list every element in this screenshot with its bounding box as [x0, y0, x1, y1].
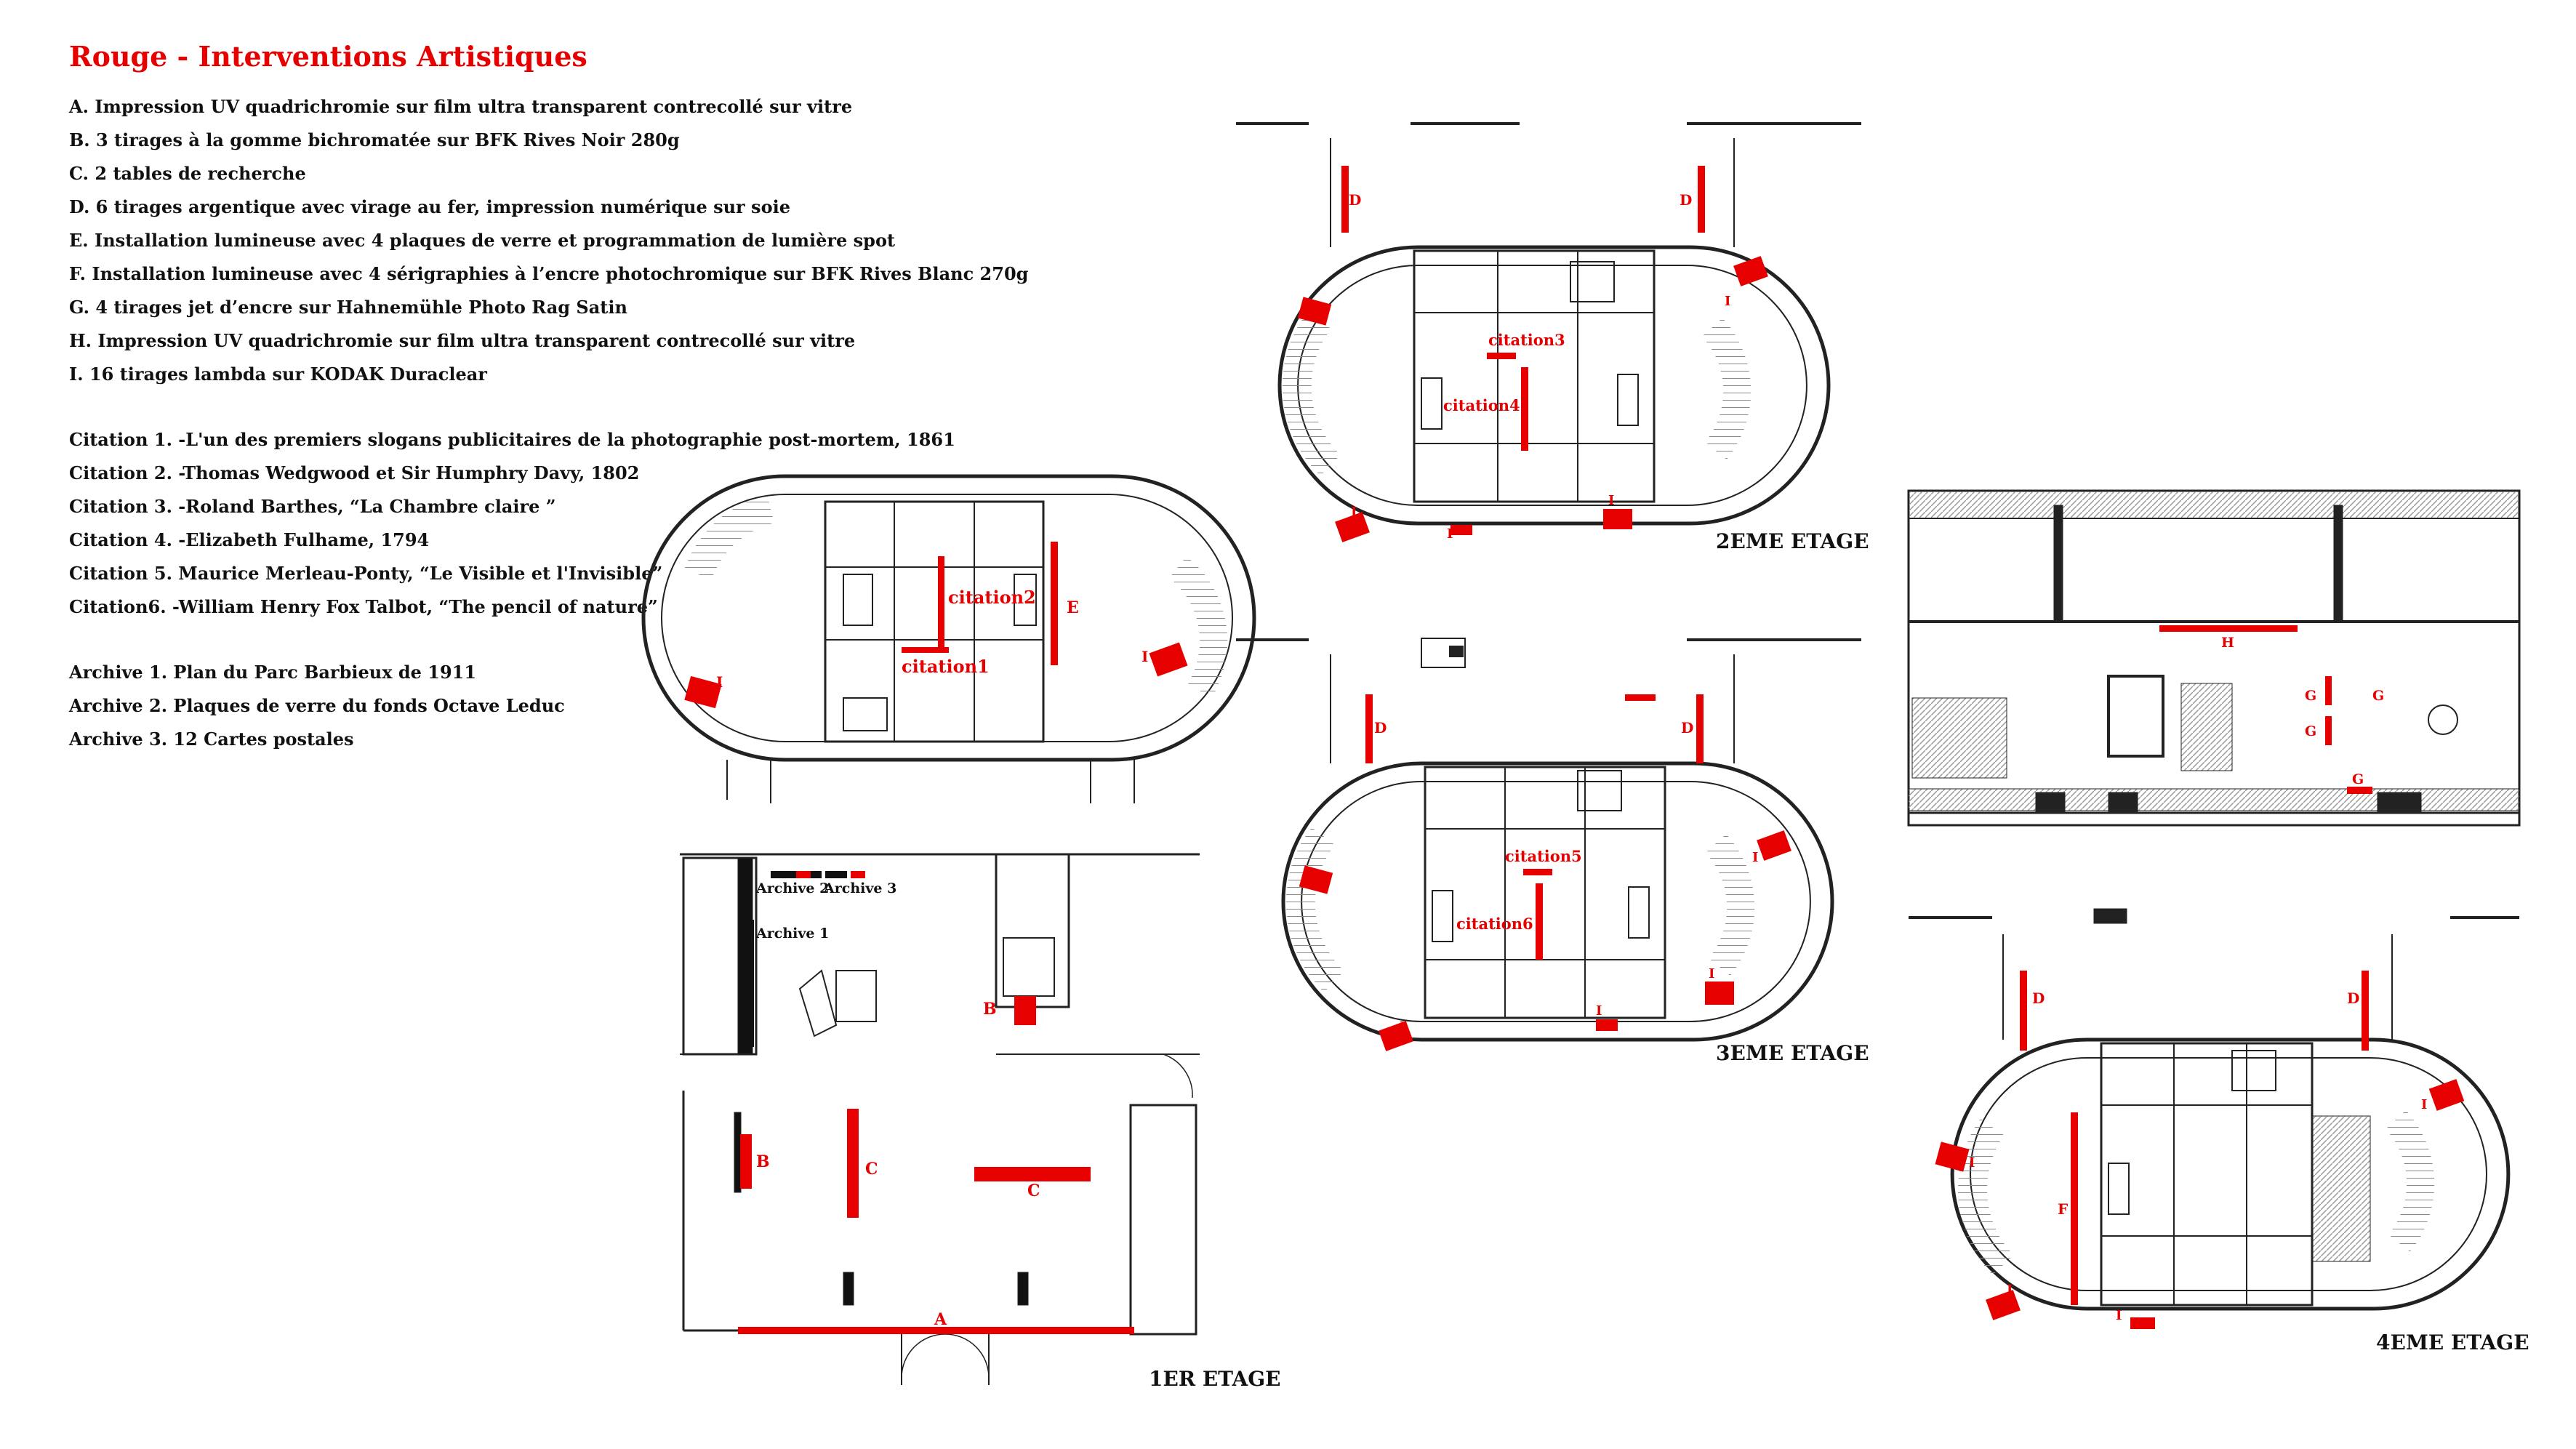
- work-item: G. 4 tirages jet d’encre sur Hahnemühle …: [69, 297, 627, 318]
- label-i: I: [2116, 1308, 2122, 1323]
- label-g: G: [2372, 688, 2384, 704]
- work-item: C. 2 tables de recherche: [69, 163, 306, 184]
- work-item: F. Installation lumineuse avec 4 sérigra…: [69, 263, 1029, 284]
- citation-item: Citation6. -William Henry Fox Talbot, “T…: [69, 596, 658, 617]
- citation-item: Citation 1. -L'un des premiers slogans p…: [69, 429, 955, 450]
- citation-item: Citation 5. Maurice Merleau-Ponty, “Le V…: [69, 563, 663, 584]
- plan-second: [1236, 122, 1861, 526]
- label-i: I: [2421, 1097, 2427, 1112]
- label-g: G: [2352, 771, 2364, 787]
- label-citation2: citation2: [948, 587, 1036, 608]
- label-citation4: citation4: [1443, 396, 1520, 414]
- label-i: I: [1447, 526, 1453, 542]
- plan-right-section: [1907, 489, 2521, 827]
- work-item: A. Impression UV quadrichromie sur film …: [69, 96, 853, 117]
- citation-item: Citation 4. -Elizabeth Fulhame, 1794: [69, 529, 430, 550]
- label-i: I: [716, 673, 723, 691]
- label-d: D: [1680, 191, 1692, 209]
- plan-fourth: [1909, 908, 2519, 1311]
- citation-item: Citation 3. -Roland Barthes, “La Chambre…: [69, 496, 556, 517]
- label-i: I: [1608, 493, 1614, 508]
- label-c: C: [865, 1160, 878, 1179]
- label-b: B: [983, 1000, 997, 1019]
- page-title: Rouge - Interventions Artistiques: [69, 40, 587, 73]
- label-d: D: [2032, 990, 2045, 1007]
- label-citation6: citation6: [1456, 915, 1533, 933]
- floor-title-fourth: 4EME ETAGE: [2376, 1330, 2529, 1354]
- label-h: H: [2221, 635, 2234, 651]
- archive-item: Archive 2. Plaques de verre du fonds Oct…: [69, 695, 565, 716]
- label-g: G: [2305, 688, 2316, 704]
- label-citation1: citation1: [902, 656, 990, 677]
- label-i: I: [1709, 966, 1714, 982]
- citation-item: Citation 2. -Thomas Wedgwood et Sir Hump…: [69, 462, 640, 483]
- archives-list: Archive 1. Plan du Parc Barbieux de 1911…: [69, 656, 869, 756]
- work-item: I. 16 tirages lambda sur KODAK Duraclear: [69, 364, 487, 385]
- work-item: E. Installation lumineuse avec 4 plaques…: [69, 230, 896, 251]
- archive-item: Archive 3. 12 Cartes postales: [69, 728, 354, 750]
- label-i: I: [1400, 1019, 1405, 1035]
- archive-item: Archive 1. Plan du Parc Barbieux de 1911: [69, 662, 477, 683]
- label-i: I: [1141, 648, 1148, 665]
- work-item: D. 6 tirages argentique avec virage au f…: [69, 196, 790, 217]
- label-i: I: [1315, 872, 1320, 887]
- floor-title-third: 3EME ETAGE: [1716, 1041, 1869, 1065]
- label-i: I: [1725, 294, 1730, 309]
- label-archive3: Archive 3: [823, 880, 896, 896]
- works-list: A. Impression UV quadrichromie sur film …: [69, 90, 1029, 391]
- label-g: G: [2305, 723, 2316, 739]
- plan-first-upper: [641, 474, 1256, 803]
- label-i: I: [1351, 505, 1357, 520]
- citations-list: Citation 1. -L'un des premiers slogans p…: [69, 423, 955, 624]
- work-item: H. Impression UV quadrichromie sur film …: [69, 330, 856, 351]
- label-e: E: [1067, 598, 1079, 617]
- label-d: D: [1349, 191, 1361, 209]
- label-archive1: Archive 1: [755, 926, 829, 942]
- plan-third: [1236, 638, 1861, 1042]
- label-b: B: [756, 1152, 770, 1171]
- floor-title-first: 1ER ETAGE: [1149, 1367, 1281, 1391]
- label-citation3: citation3: [1488, 331, 1565, 349]
- label-i: I: [1596, 1003, 1602, 1019]
- label-f: F: [2058, 1200, 2068, 1218]
- floor-title-second: 2EME ETAGE: [1716, 529, 1869, 553]
- label-i: I: [1752, 850, 1758, 865]
- label-c: C: [1027, 1181, 1040, 1200]
- label-i: I: [2007, 1283, 2013, 1298]
- label-i: I: [1301, 301, 1307, 316]
- label-i: I: [1969, 1155, 1975, 1171]
- label-d: D: [1374, 719, 1387, 736]
- label-d: D: [1681, 719, 1693, 736]
- label-archive2: Archive 2: [755, 880, 829, 896]
- legend: Rouge - Interventions Artistiques A. Imp…: [69, 40, 1029, 756]
- label-d: D: [2347, 990, 2359, 1007]
- label-a: A: [934, 1310, 947, 1329]
- work-item: B. 3 tirages à la gomme bichromatée sur …: [69, 129, 680, 150]
- label-citation5: citation5: [1505, 847, 1582, 865]
